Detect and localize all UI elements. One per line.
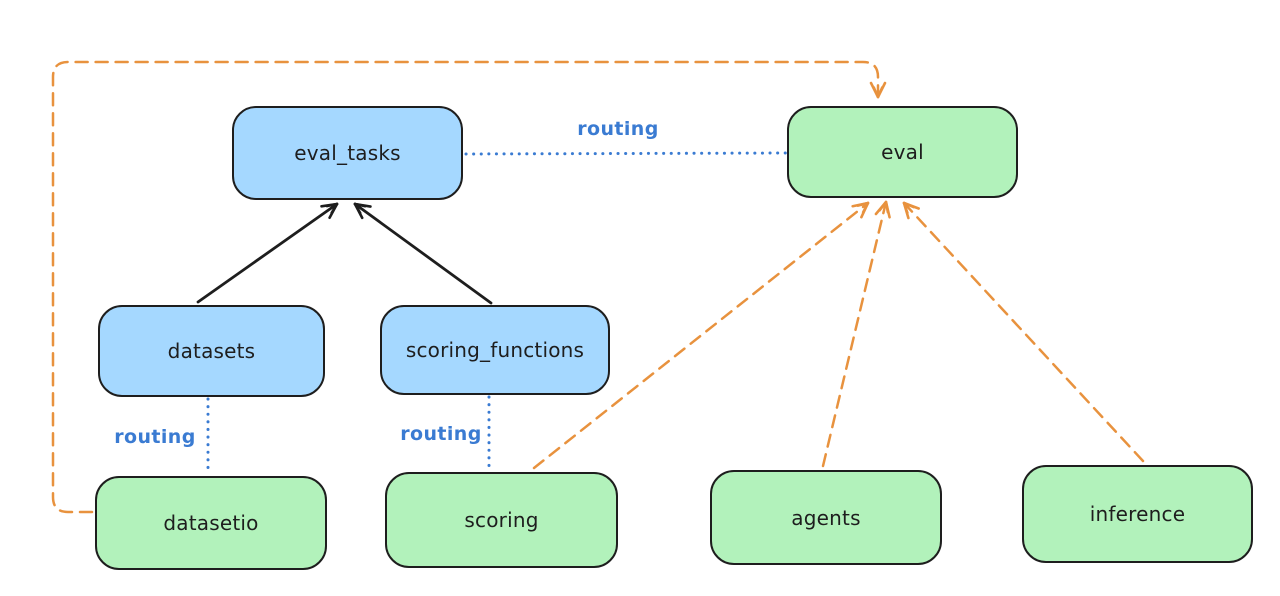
edge-agents-eval [821, 200, 891, 468]
node-eval: eval [787, 106, 1018, 198]
edge-scoring-eval [532, 201, 870, 470]
node-eval_tasks: eval_tasks [232, 106, 463, 200]
node-label: eval_tasks [294, 141, 401, 165]
edge-label-routing: routing [577, 118, 659, 140]
node-label: datasets [167, 339, 256, 363]
node-label: datasetio [163, 511, 259, 535]
node-scoring: scoring [385, 472, 618, 568]
edge-label-routing: routing [400, 423, 482, 445]
edge-eval_tasks-eval [464, 151, 788, 156]
node-label: scoring_functions [405, 338, 585, 362]
node-label: eval [881, 140, 924, 164]
edge-scoring_functions-eval_tasks [353, 202, 493, 305]
edge-inference-eval [902, 201, 1145, 463]
node-inference: inference [1022, 465, 1253, 563]
node-scoring_functions: scoring_functions [380, 305, 610, 395]
node-label: inference [1089, 502, 1186, 526]
node-label: scoring [464, 508, 539, 532]
node-agents: agents [710, 470, 942, 565]
edge-datasetio-eval [51, 60, 887, 514]
node-datasets: datasets [98, 305, 325, 397]
edge-label-routing: routing [114, 426, 196, 448]
edge-datasets-eval_tasks [196, 202, 339, 304]
node-label: agents [791, 505, 861, 530]
node-datasetio: datasetio [95, 476, 327, 570]
